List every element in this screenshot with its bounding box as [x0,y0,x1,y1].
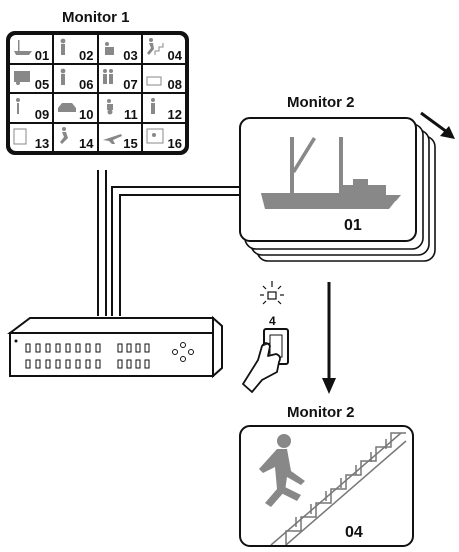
controller-jog-key[interactable] [172,349,178,355]
group-persons-icon [102,68,113,84]
switch-arrow-icon [322,282,336,394]
controller-key[interactable] [45,343,51,353]
wheelchair-icon [106,99,113,115]
runner-icon [60,126,69,144]
controller-key[interactable] [95,359,101,369]
monitor1-cell: 01 [10,35,53,63]
controller-key[interactable] [126,359,132,369]
ship-icon [14,40,32,55]
monitor2-top-channel: 01 [344,217,362,234]
monitor1-cell-label: 14 [79,136,94,151]
monitor2-top-screen: 01 [239,117,417,242]
lit-indicator-icon [260,281,284,305]
controller-key[interactable] [45,359,51,369]
monitor1-cell: 07 [98,64,141,92]
monitor1-cell-label: 15 [123,136,138,151]
monitor1-cell-label: 06 [79,77,94,92]
person-door-icon [146,76,162,85]
monitor1-cell-label: 05 [34,77,50,92]
controller-key[interactable] [35,343,41,353]
controller-key[interactable] [117,359,123,369]
multiplexer-unit-icon[interactable] [7,315,223,379]
controller-key[interactable] [65,343,71,353]
monitor1-cell: 04 [142,35,185,63]
monitor2-bottom-channel: 04 [345,524,363,541]
monitor1-cell: 09 [10,94,53,122]
stairs-runner-icon [146,38,164,55]
controller-key[interactable] [55,359,61,369]
finger-press-icon[interactable] [242,328,289,393]
controller-key[interactable] [135,343,141,353]
controller-key[interactable] [75,343,81,353]
controller-jog-key[interactable] [180,356,186,362]
two-persons-icon [60,38,66,55]
monitor1-cable [97,170,107,316]
controller-key[interactable] [55,343,61,353]
monitor1-cell-label: 04 [167,47,182,63]
truck-icon [14,70,30,85]
controller-jog-key[interactable] [180,342,186,348]
monitor2-cable [111,186,239,316]
monitor1-split-grid: 01 02 03 04 05 06 07 08 09 10 11 12 13 14 15 16 [10,35,185,151]
monitor1-title: Monitor 1 [62,9,130,26]
monitor1-cell: 08 [142,64,185,92]
controller-key[interactable] [25,343,31,353]
monitor1-screen: 01 02 03 04 05 06 07 08 09 10 11 12 13 14 15 16 [6,31,189,155]
controller-key[interactable] [25,359,31,369]
person-desk-icon [104,42,114,55]
monitor1-cell: 03 [98,35,141,63]
controller-key[interactable] [126,343,132,353]
controller-key[interactable] [85,343,91,353]
monitor1-cell: 11 [98,94,141,122]
airplane-icon [102,133,122,144]
controller-key[interactable] [65,359,71,369]
controller-jog-key[interactable] [188,349,194,355]
monitor1-cell: 10 [54,94,97,122]
monitor2-top-title: Monitor 2 [287,94,355,111]
controller-key[interactable] [85,359,91,369]
sequence-arrow-icon [420,111,455,139]
monitor1-cell-label: 10 [79,106,94,122]
controller-key[interactable] [35,359,41,369]
monitor-person-icon [146,128,164,143]
monitor1-cell-label: 02 [79,47,94,63]
monitor1-cell: 06 [54,64,97,92]
two-persons-icon [60,68,66,85]
monitor1-cell-label: 03 [123,47,138,63]
monitor2-bottom-screen: 04 [239,425,414,547]
monitor1-cell: 02 [54,35,97,63]
monitor1-cell: 14 [54,123,97,151]
controller-key[interactable] [144,343,150,353]
monitor1-cell: 12 [142,94,185,122]
monitor1-cell: 15 [98,123,141,151]
controller-key[interactable] [144,359,150,369]
monitor1-cell-label: 09 [34,106,50,122]
button-label: 4 [269,314,276,328]
controller-key[interactable] [75,359,81,369]
monitor1-cell: 05 [10,64,53,92]
monitor1-cell-label: 01 [34,47,50,63]
monitor1-cell-label: 13 [34,136,50,151]
monitor1-cell-label: 16 [167,136,182,151]
ship-icon [261,137,401,209]
monitor1-cell: 16 [142,123,185,151]
car-icon [58,103,77,112]
monitor2-bottom-title: Monitor 2 [287,404,355,421]
monitor1-cell: 13 [10,123,53,151]
monitor1-cell-label: 11 [124,106,138,122]
person-standing-icon [150,98,155,114]
person-icon [16,98,20,114]
monitor1-cell-label: 12 [167,106,182,122]
controller-key[interactable] [135,359,141,369]
controller-key[interactable] [117,343,123,353]
monitor1-cell-label: 08 [167,77,182,92]
controller-key[interactable] [95,343,101,353]
monitor1-cell-label: 07 [123,77,138,92]
stairs-runner-icon [259,432,407,545]
door-icon [13,128,27,144]
